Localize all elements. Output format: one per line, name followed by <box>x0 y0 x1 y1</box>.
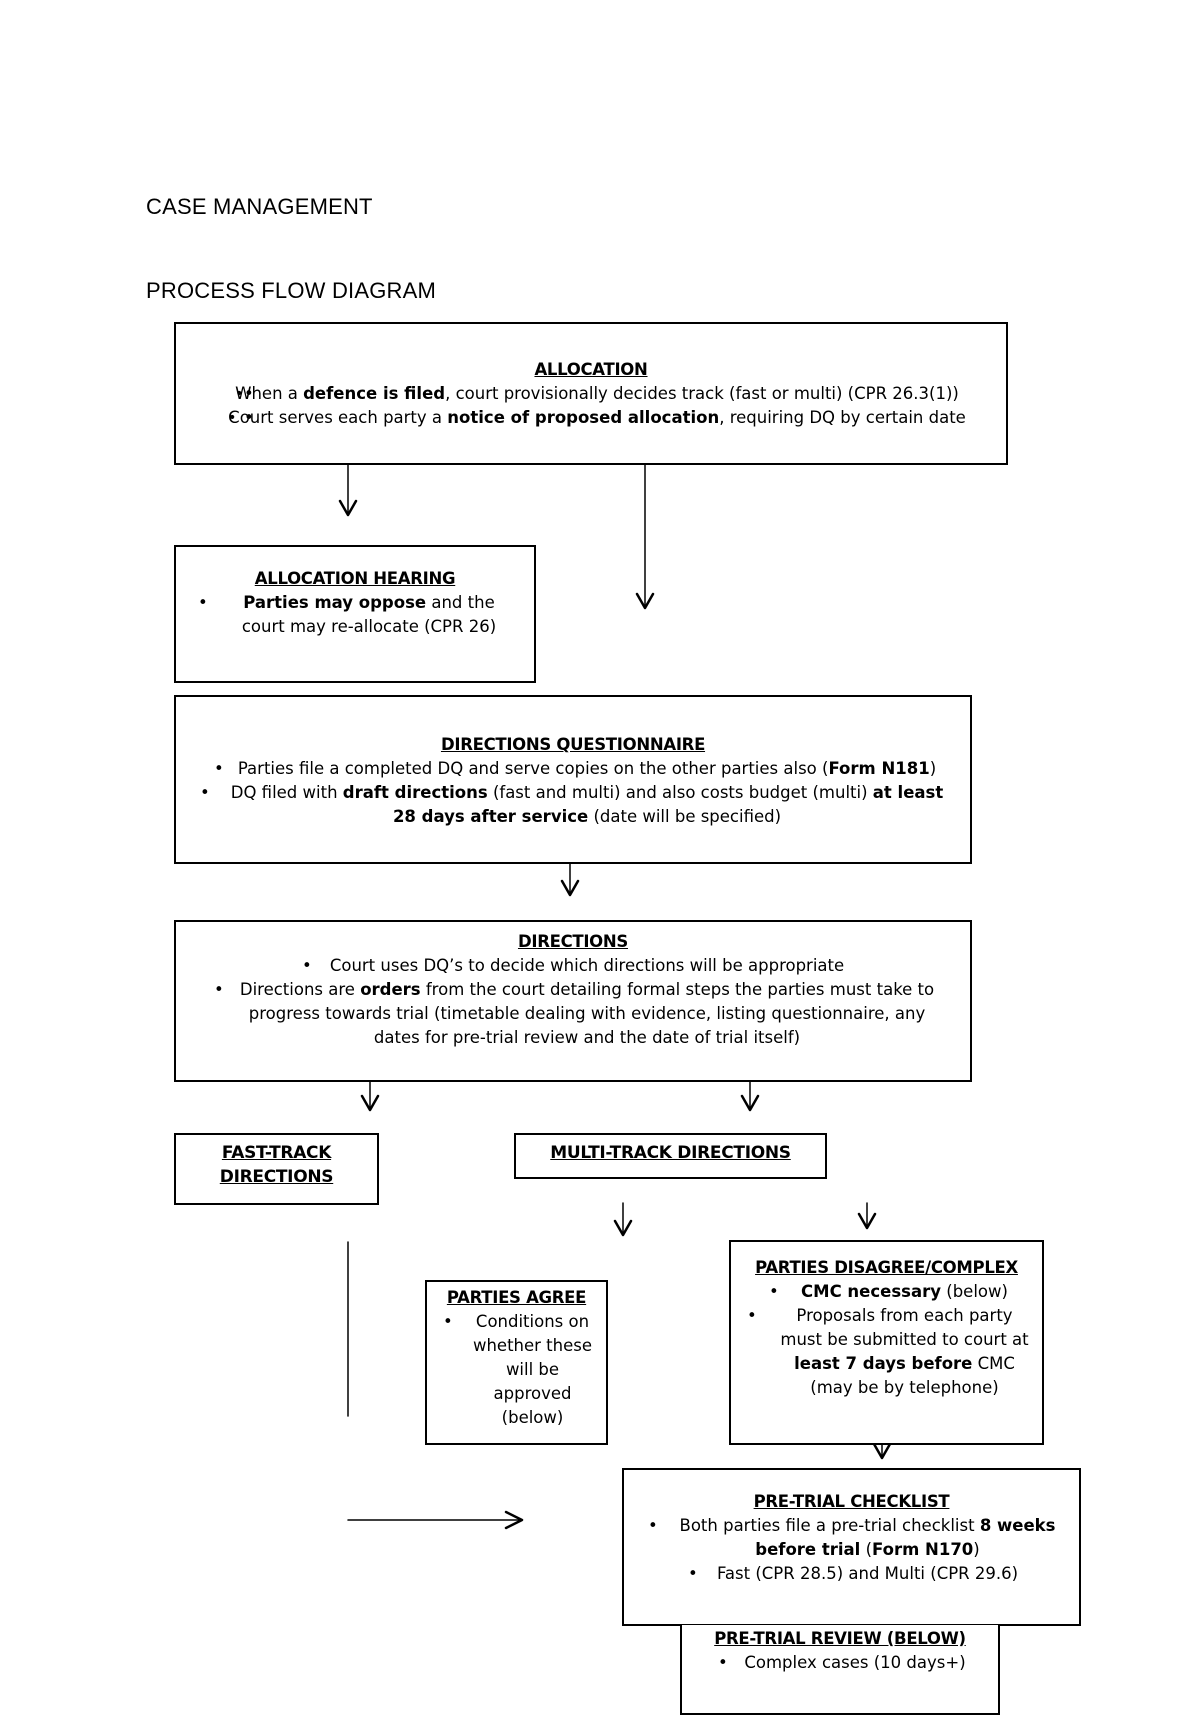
directions-bullet-2: • Directions are orders from the court d… <box>214 980 935 1047</box>
directions-questionnaire-box: DIRECTIONS QUESTIONNAIRE • Parties file … <box>174 695 972 864</box>
multi-track-box: MULTI-TRACK DIRECTIONS <box>514 1133 827 1179</box>
pre-trial-review-bullet-1: • Complex cases (10 days+) <box>718 1653 966 1672</box>
allocation-bullet-1: • When a defence is filed, court provisi… <box>182 382 1006 406</box>
parties-agree-title: PARTIES AGREE <box>446 1288 587 1307</box>
dq-bullet-2: • DQ filed with draft directions (fast a… <box>200 783 944 826</box>
allocation-title: ALLOCATION <box>534 360 648 379</box>
allocation-bullet-2: • Court serves each party a notice of pr… <box>182 406 1006 430</box>
directions-bullet-1: • Court uses DQ’s to decide which direct… <box>302 956 845 975</box>
allocation-hearing-box: ALLOCATION HEARING • Parties may oppose … <box>174 545 536 683</box>
parties-disagree-bullet-1: • CMC necessary (below) <box>769 1282 1008 1301</box>
multi-track-title: MULTI-TRACK DIRECTIONS <box>550 1143 791 1163</box>
process-flow-heading: PROCESS FLOW DIAGRAM <box>146 278 437 303</box>
parties-agree-bullet-1: • Conditions on whether these will be ap… <box>443 1312 593 1427</box>
dq-title: DIRECTIONS QUESTIONNAIRE <box>440 735 706 754</box>
case-management-heading: CASE MANAGEMENT <box>146 194 373 219</box>
allocation-hearing-title: ALLOCATION HEARING <box>254 569 456 588</box>
pre-trial-review-box: PRE-TRIAL REVIEW (BELOW) • Complex cases… <box>680 1625 1000 1715</box>
directions-box: DIRECTIONS • Court uses DQ’s to decide w… <box>174 920 972 1082</box>
fast-track-box: FAST-TRACK DIRECTIONS <box>174 1133 379 1205</box>
pre-trial-checklist-title: PRE-TRIAL CHECKLIST <box>753 1492 950 1511</box>
parties-disagree-box: PARTIES DISAGREE/COMPLEX • CMC necessary… <box>729 1240 1044 1445</box>
fast-track-title: FAST-TRACK DIRECTIONS <box>219 1143 334 1187</box>
allocation-box: ALLOCATION • When a defence is filed, co… <box>174 322 1008 465</box>
parties-agree-box: PARTIES AGREE • Conditions on whether th… <box>425 1280 608 1445</box>
pre-trial-checklist-box: PRE-TRIAL CHECKLIST • Both parties file … <box>622 1468 1081 1626</box>
parties-disagree-bullet-2: • Proposals from each party must be subm… <box>747 1306 1029 1397</box>
dq-bullet-1: • Parties file a completed DQ and serve … <box>214 759 937 778</box>
parties-disagree-title: PARTIES DISAGREE/COMPLEX <box>755 1258 1018 1277</box>
pre-trial-review-title: PRE-TRIAL REVIEW (BELOW) <box>714 1629 966 1648</box>
pre-trial-checklist-bullet-1: • Both parties file a pre-trial checklis… <box>648 1516 1056 1559</box>
pre-trial-checklist-bullet-2: • Fast (CPR 28.5) and Multi (CPR 29.6) <box>688 1564 1019 1583</box>
allocation-hearing-bullet-1: • Parties may oppose and the court may r… <box>198 593 497 636</box>
directions-title: DIRECTIONS <box>517 932 629 951</box>
